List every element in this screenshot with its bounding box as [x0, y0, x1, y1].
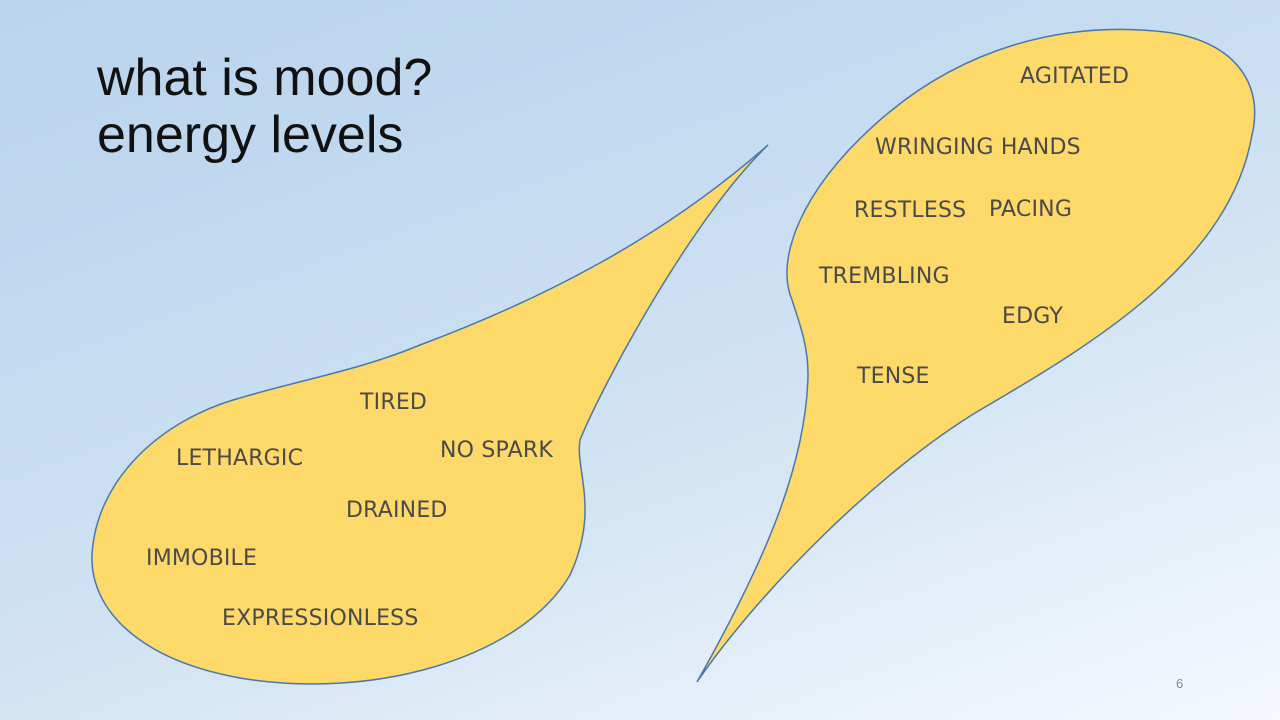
word-edgy: EDGY [1002, 304, 1064, 329]
word-lethargic: LETHARGIC [176, 446, 304, 471]
word-tired: TIRED [360, 390, 428, 415]
word-expressionless: EXPRESSIONLESS [222, 606, 419, 631]
word-drained: DRAINED [346, 498, 448, 523]
low-energy-blob [91, 144, 769, 685]
page-number: 6 [1176, 676, 1184, 691]
word-wringing-hands: WRINGING HANDS [875, 135, 1081, 160]
word-pacing: PACING [989, 197, 1073, 222]
title-line-2: energy levels [97, 106, 404, 164]
word-trembling: TREMBLING [819, 264, 950, 289]
word-immobile: IMMOBILE [146, 546, 258, 571]
high-energy-blob [696, 28, 1256, 683]
title-line-1: what is mood? [97, 49, 433, 107]
word-no-spark: NO SPARK [440, 438, 553, 463]
word-restless: RESTLESS [854, 198, 967, 223]
slide-title: what is mood? energy levels [97, 50, 432, 164]
word-agitated: AGITATED [1020, 64, 1130, 89]
word-tense: TENSE [857, 364, 930, 389]
